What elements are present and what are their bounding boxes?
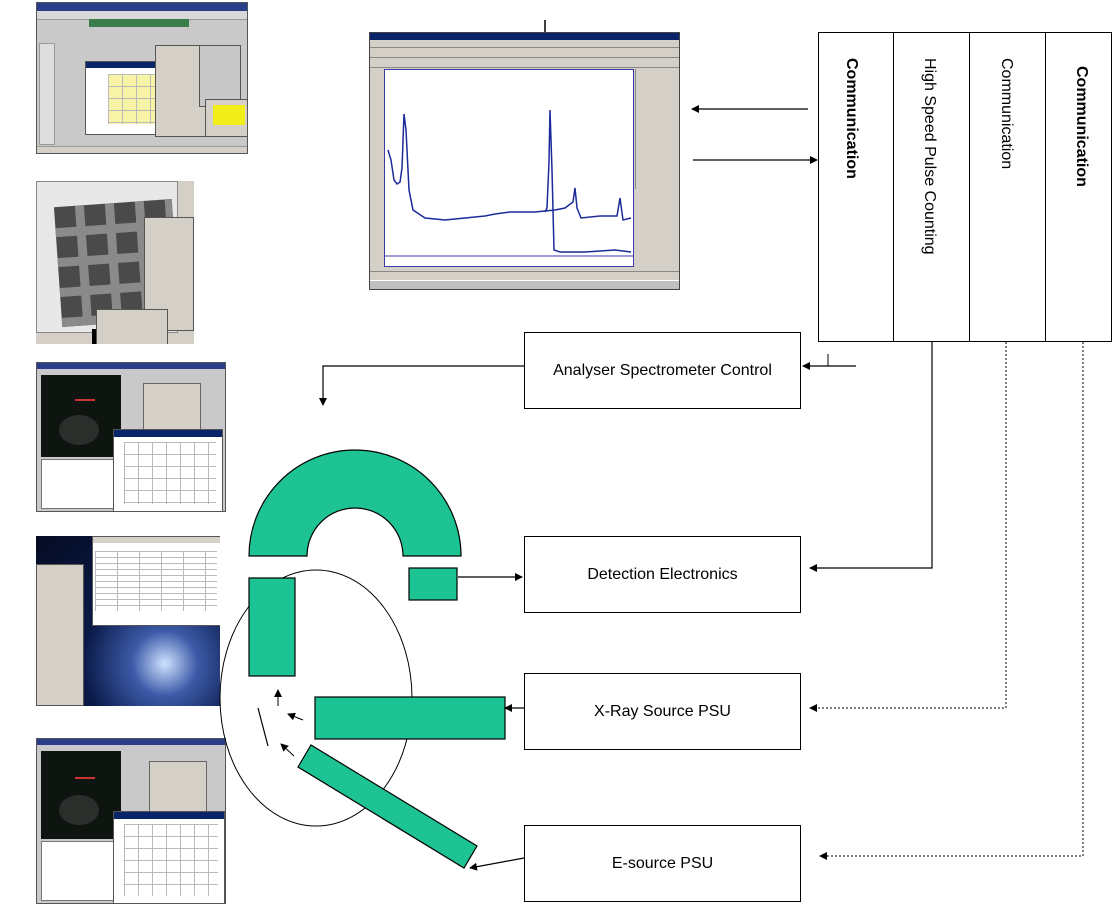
detection-label: Detection Electronics xyxy=(587,565,738,583)
spectrum-line xyxy=(387,113,632,221)
analyser-spectrometer-control-box: Analyser Spectrometer Control xyxy=(524,332,801,409)
detection-electronics-box: Detection Electronics xyxy=(524,536,801,613)
comm-label-1: Communication xyxy=(843,58,860,179)
spectrum-plot xyxy=(385,109,633,257)
esource-block xyxy=(297,744,478,869)
comm-divider-2 xyxy=(969,32,970,342)
arrow-electron-beam xyxy=(280,743,295,757)
arrow-xray-beam xyxy=(287,712,304,721)
comm-divider-1 xyxy=(893,32,894,342)
comm-label-4: Communication xyxy=(1073,66,1090,187)
software-screenshot-5 xyxy=(36,738,226,904)
hemispherical-analyser xyxy=(248,449,462,557)
software-screenshot-4 xyxy=(36,536,220,706)
comm-label-3: Communication xyxy=(998,58,1015,170)
spectrum-software-window xyxy=(369,32,680,290)
detector-block xyxy=(408,567,458,601)
communication-block xyxy=(818,32,1112,342)
xray-source-psu-box: X-Ray Source PSU xyxy=(524,673,801,750)
esource-psu-box: E-source PSU xyxy=(524,825,801,902)
arrow-analyser-to-hemisphere xyxy=(319,365,524,406)
comm-divider-3 xyxy=(1045,32,1046,342)
software-screenshot-1 xyxy=(36,2,248,154)
arrow-to-xray-psu xyxy=(809,342,1007,712)
xray-source-block xyxy=(314,696,506,740)
analyser-label: Analyser Spectrometer Control xyxy=(553,361,772,379)
sample xyxy=(257,707,269,747)
esource-label: E-source PSU xyxy=(611,854,714,872)
arrow-esource-psu-to-source xyxy=(469,857,525,871)
lens-block xyxy=(248,577,296,677)
arrow-to-esource-psu xyxy=(819,342,1084,860)
software-screenshot-2 xyxy=(36,181,194,344)
software-screenshot-3 xyxy=(36,362,226,512)
arrow-to-detection-electronics xyxy=(809,342,933,572)
xray-label: X-Ray Source PSU xyxy=(594,702,731,720)
comm-label-2: High Speed Pulse Counting xyxy=(921,58,938,255)
